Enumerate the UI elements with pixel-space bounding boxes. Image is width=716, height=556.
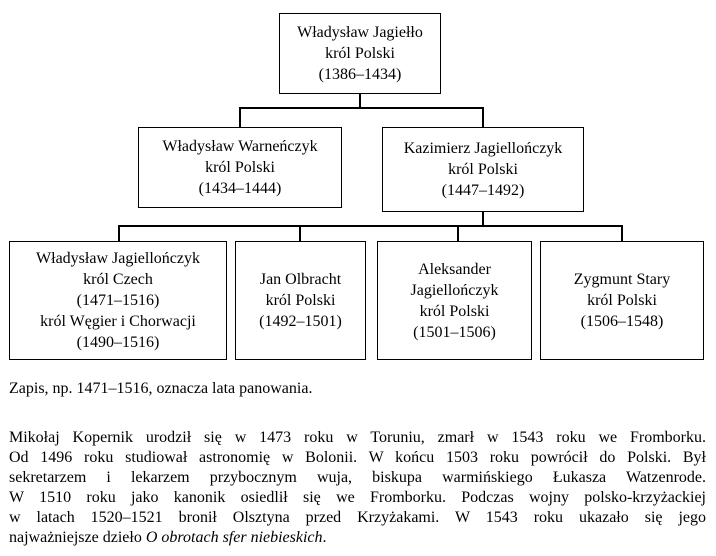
node-aleksander-jagiellonczyk: Aleksander Jagiellończyk król Polski (15…: [377, 241, 532, 360]
node-title: król Polski: [448, 161, 518, 178]
node-title: król Polski: [325, 45, 395, 62]
connector-l3-3-up: [457, 225, 459, 242]
node-reign: (1386–1434): [318, 66, 402, 83]
node-name: Zygmunt Stary: [573, 271, 671, 288]
connector-level3-horizontal: [118, 225, 622, 227]
kopernik-paragraph: Mikołaj Kopernik urodził się w 1473 roku…: [9, 428, 706, 548]
node-wladyslaw-jagiellonczyk: Władysław Jagiellończyk król Czech (1471…: [9, 241, 227, 360]
node-name: Władysław Jagiellończyk: [36, 250, 200, 267]
node-title-2: król Węgier i Chorwacji: [40, 313, 196, 330]
connector-l3-2-up: [299, 225, 301, 242]
node-reign: (1471–1516): [76, 292, 160, 309]
work-title: O obrotach sfer niebieskich: [145, 529, 323, 546]
connector-kazimierz-up: [482, 107, 484, 128]
paragraph-line: W 1510 roku jako kanonik osiedlił się we…: [9, 489, 706, 506]
node-reign: (1492–1501): [259, 313, 342, 330]
node-name-2: Jagiellończyk: [410, 281, 499, 299]
node-name: Kazimierz Jagiellończyk: [403, 140, 563, 157]
node-reign: (1506–1548): [580, 313, 664, 330]
node-title: król Polski: [587, 292, 657, 309]
connector-l3-1-up: [118, 225, 120, 242]
node-reign-2: (1490–1516): [76, 334, 160, 351]
node-name: Władysław Jagiełło: [297, 24, 423, 41]
paragraph-last-suffix: .: [322, 529, 327, 546]
connector-l3-4-up: [621, 225, 623, 242]
node-jan-olbracht: Jan Olbracht król Polski (1492–1501): [235, 241, 366, 360]
reign-note: Zapis, np. 1471–1516, oznacza lata panow…: [9, 380, 313, 397]
paragraph-line: w latach 1520–1521 bronił Olsztyna przed…: [9, 509, 706, 526]
node-zygmunt-stary: Zygmunt Stary król Polski (1506–1548): [540, 241, 704, 360]
connector-warnenczyk-up: [239, 107, 241, 128]
node-name: Władysław Warneńczyk: [162, 138, 318, 155]
node-kazimierz-jagiellonczyk: Kazimierz Jagiellończyk król Polski (144…: [382, 127, 584, 212]
connector-kazimierz-down: [482, 211, 484, 226]
paragraph-last-line: najważniejsze dzieło O obrotach sfer nie…: [9, 528, 706, 548]
paragraph-line: Od 1496 roku studiował astronomię w Bolo…: [9, 449, 706, 466]
node-name: Jan Olbracht: [259, 271, 342, 288]
node-wladyslaw-warnenczyk: Władysław Warneńczyk król Polski (1434–1…: [138, 127, 342, 208]
paragraph-last-prefix: najważniejsze dzieło: [9, 529, 146, 546]
paragraph-line: sekretarzem i lekarzem przybocznym wuja,…: [9, 469, 706, 486]
node-title: król Polski: [205, 159, 275, 176]
connector-root-down: [359, 93, 361, 108]
family-tree: Władysław Jagiełło król Polski (1386–143…: [9, 13, 704, 360]
node-wladyslaw-jagiello: Władysław Jagiełło król Polski (1386–143…: [279, 13, 441, 94]
connector-level2-horizontal: [239, 107, 483, 109]
paragraph-line: Mikołaj Kopernik urodził się w 1473 roku…: [9, 429, 706, 446]
node-name: Aleksander: [418, 260, 491, 278]
node-title: król Polski: [419, 302, 490, 320]
node-reign: (1434–1444): [198, 180, 282, 197]
node-title: król Czech: [83, 271, 153, 288]
node-reign: (1501–1506): [413, 323, 496, 341]
node-title: król Polski: [265, 292, 336, 309]
node-reign: (1447–1492): [441, 182, 525, 199]
